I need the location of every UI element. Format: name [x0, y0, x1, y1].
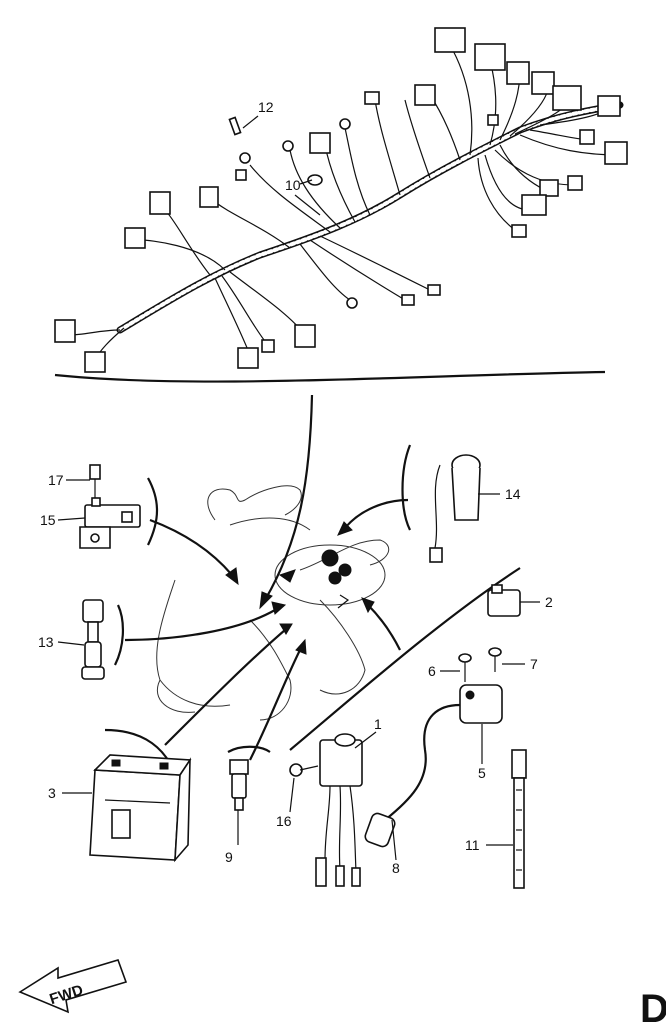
callout-6: 6 — [428, 663, 460, 679]
callout-14: 14 — [478, 486, 521, 502]
callout-13: 13 — [38, 634, 85, 650]
part-7-screw — [488, 647, 502, 672]
part-12-cable-tie — [511, 749, 527, 889]
part-label-2: 2 — [545, 594, 553, 610]
front-direction-icon: FWD — [18, 959, 128, 1014]
part-label-10: 10 — [285, 177, 301, 193]
divider-upper — [54, 370, 606, 383]
callout-3: 3 — [48, 785, 92, 801]
part-label-1: 1 — [374, 716, 382, 732]
callout-7: 7 — [502, 656, 538, 672]
part-label-8: 8 — [392, 860, 400, 876]
part-14-grip — [429, 454, 481, 563]
part-5-ignition-coil — [364, 684, 503, 848]
callout-2: 2 — [520, 594, 553, 610]
callout-12: 11 — [465, 837, 513, 853]
part-label-15: 15 — [40, 512, 56, 528]
part-9-sensor — [229, 759, 249, 811]
part-1-cdi-unit — [315, 733, 363, 887]
part-label-7: 7 — [530, 656, 538, 672]
part-6-screw — [458, 653, 472, 682]
callout-17: 17 — [48, 472, 90, 488]
callout-9: 9 — [225, 810, 239, 865]
callout-11: 12 — [242, 99, 274, 129]
part-label-11: 12 — [258, 99, 274, 115]
part-16-screw — [289, 763, 319, 777]
callout-16: 16 — [276, 777, 295, 829]
callout-8: 8 — [391, 819, 400, 876]
part-15-relay-bracket — [79, 464, 141, 549]
corner-mark: D — [640, 987, 666, 1025]
motorcycle-outline — [156, 485, 390, 721]
part-label-12: 11 — [465, 837, 480, 853]
part-label-3: 3 — [48, 785, 56, 801]
part-label-14: 14 — [505, 486, 521, 502]
callout-1: 1 — [354, 716, 382, 749]
divider-lower — [289, 567, 521, 751]
part-13-switch — [81, 599, 105, 680]
part-label-13: 13 — [38, 634, 54, 650]
wire-harness — [54, 27, 628, 373]
part-label-17: 17 — [48, 472, 64, 488]
callout-15: 15 — [40, 512, 86, 528]
part-label-6: 6 — [428, 663, 436, 679]
part-label-9: 9 — [225, 849, 233, 865]
part-label-16: 16 — [276, 813, 292, 829]
callout-5: 5 — [478, 724, 486, 781]
callout-10: 10 — [285, 177, 321, 216]
part-3-battery — [89, 754, 192, 863]
part-2-relay — [487, 584, 521, 617]
part-label-5: 5 — [478, 765, 486, 781]
